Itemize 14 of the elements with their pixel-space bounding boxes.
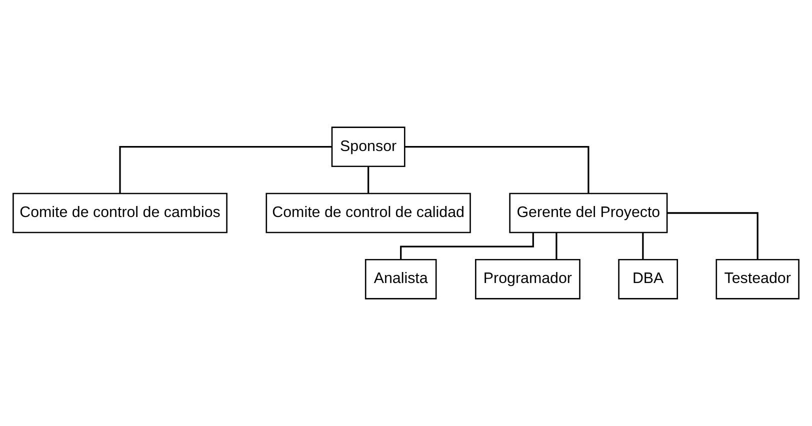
node-box: Comite de control de calidad — [266, 192, 471, 234]
node-box: Testeador — [716, 258, 800, 300]
connector — [556, 232, 558, 260]
connector — [119, 146, 332, 194]
node-box: Analista — [364, 258, 437, 300]
connector — [368, 166, 370, 194]
node-box: Sponsor — [331, 126, 406, 168]
node-box: DBA — [618, 258, 678, 300]
connector — [667, 212, 758, 260]
node-box: Gerente del Proyecto — [509, 192, 668, 234]
node-box: Programador — [475, 258, 580, 300]
connector — [404, 146, 590, 194]
node-box: Comite de control de cambios — [12, 192, 228, 234]
connector — [642, 232, 644, 260]
